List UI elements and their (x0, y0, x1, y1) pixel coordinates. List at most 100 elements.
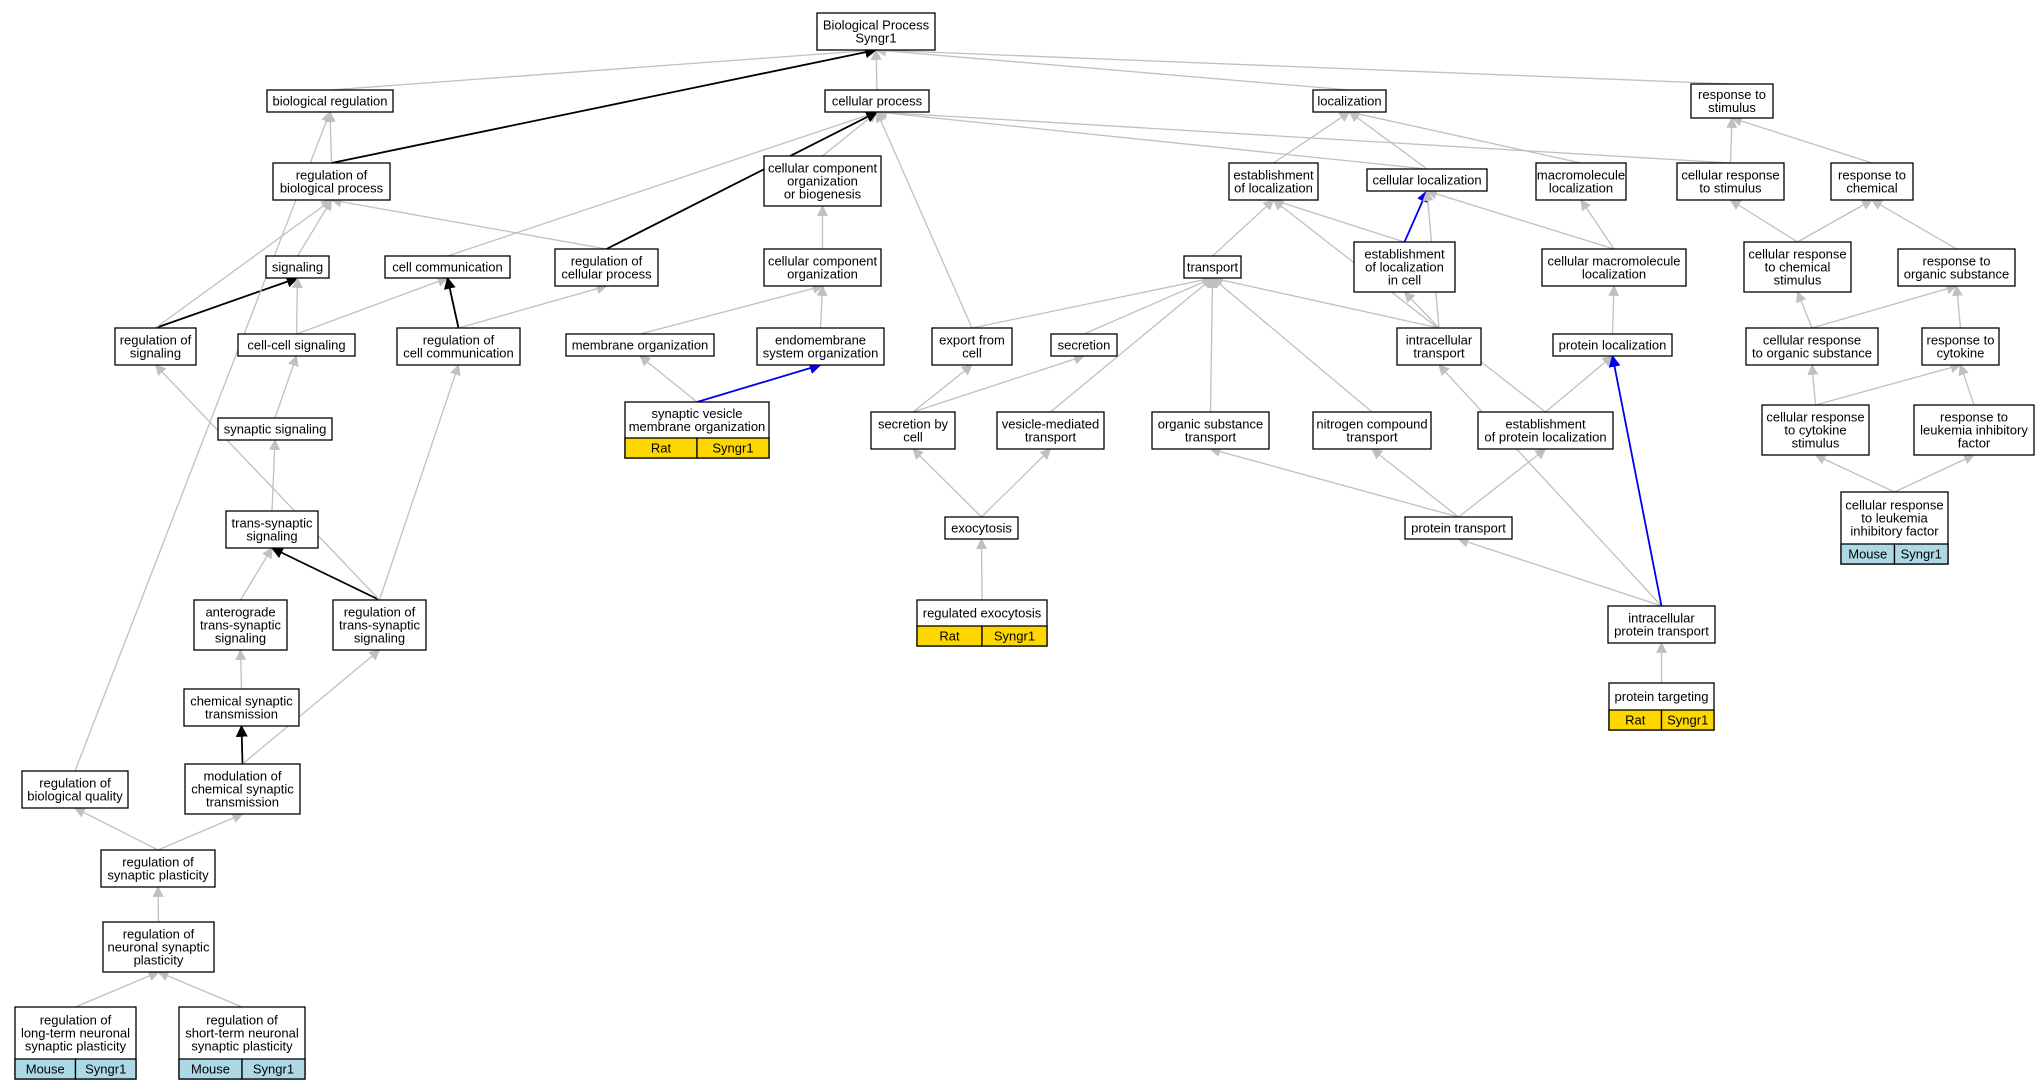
edge-regulation-of-trans-synaptic-signaling-to-trans-synaptic-signaling (270, 547, 380, 601)
node-label-line: in cell (1388, 273, 1421, 288)
edge-establishment-of-localization-in-cell-to-establishment-of-localization (1272, 197, 1405, 243)
node-label-line: signaling (246, 529, 297, 544)
node-biological-regulation[interactable]: biological regulation (266, 89, 394, 113)
node-label-line: macromolecule (1537, 168, 1625, 183)
node-secretion[interactable]: secretion (1050, 333, 1118, 357)
node-protein-transport[interactable]: protein transport (1404, 516, 1513, 540)
node-label-line: transmission (206, 795, 279, 810)
edge-protein-transport-to-nitrogen-compound-transport (1371, 448, 1459, 518)
node-label-line: synaptic plasticity (25, 1039, 127, 1054)
node-cell-cell-signaling[interactable]: cell-cell signaling (237, 333, 356, 357)
edge-secretion-by-cell-to-export-from-cell (912, 364, 973, 413)
edge-cellular-response-to-leukemia-inhibitory-factor-to-response-to-leukemia-inhibitory-factor (1894, 454, 1975, 493)
gene-cell (696, 437, 770, 459)
gene-label: Syngr1 (1901, 547, 1942, 562)
node-label-line: localization (1317, 94, 1381, 109)
node-box (1552, 333, 1673, 357)
node-label-line: stimulus (1708, 100, 1756, 115)
node-cell-communication[interactable]: cell communication (384, 255, 511, 279)
edge-regulation-of-cell-communication-to-cell-communication (443, 276, 460, 329)
node-box (193, 599, 288, 651)
node-label-line: cytokine (1937, 346, 1985, 361)
node-protein-localization[interactable]: protein localization (1552, 333, 1673, 357)
node-signaling[interactable]: signaling (265, 255, 330, 279)
edge-trans-synaptic-signaling-to-synaptic-signaling (269, 438, 281, 512)
node-label-line: or biogenesis (784, 187, 862, 202)
node-transport[interactable]: transport (1183, 255, 1242, 279)
edge-localization-to-root (874, 45, 1350, 91)
edge-cellular-localization-to-localization (1348, 111, 1428, 170)
edge-regulation-of-biological-quality-to-biological-regulation (74, 110, 332, 772)
node-exocytosis[interactable]: exocytosis (944, 516, 1019, 540)
node-label-line: trans-synaptic (200, 618, 281, 633)
node-label-line: regulation of (344, 605, 416, 620)
node-synaptic-signaling[interactable]: synaptic signaling (217, 417, 333, 441)
node-label-line: cellular response (1681, 168, 1779, 183)
species-label: Rat (939, 629, 960, 644)
node-label-line: organic substance (1158, 417, 1264, 432)
node-label-line: regulation of (39, 776, 111, 791)
gene-cell (1893, 543, 1949, 565)
edge-protein-transport-to-establishment-of-protein-localization (1458, 448, 1547, 518)
node-label-line: protein targeting (1615, 689, 1709, 704)
node-label-line: cellular component (768, 254, 878, 269)
node-label-line: protein localization (1559, 338, 1667, 353)
edge-regulation-of-cellular-process-to-regulation-of-biological-process (330, 196, 607, 250)
species-label: Mouse (191, 1062, 230, 1077)
node-cellular-localization[interactable]: cellular localization (1366, 168, 1488, 192)
node-label-line: system organization (763, 346, 879, 361)
node-cellular-process[interactable]: cellular process (824, 89, 930, 113)
node-localization[interactable]: localization (1312, 89, 1387, 113)
edge-synaptic-vesicle-membrane-organization-to-membrane-organization (639, 355, 698, 403)
edge-chemical-synaptic-transmission-to-anterograde-trans-synaptic-signaling (235, 648, 247, 690)
node-label-line: localization (1582, 267, 1646, 282)
node-membrane-organization[interactable]: membrane organization (565, 333, 715, 357)
node-label-line: response to (1923, 254, 1991, 269)
node-label-line: of localization (1234, 181, 1313, 196)
node-box (1312, 89, 1387, 113)
